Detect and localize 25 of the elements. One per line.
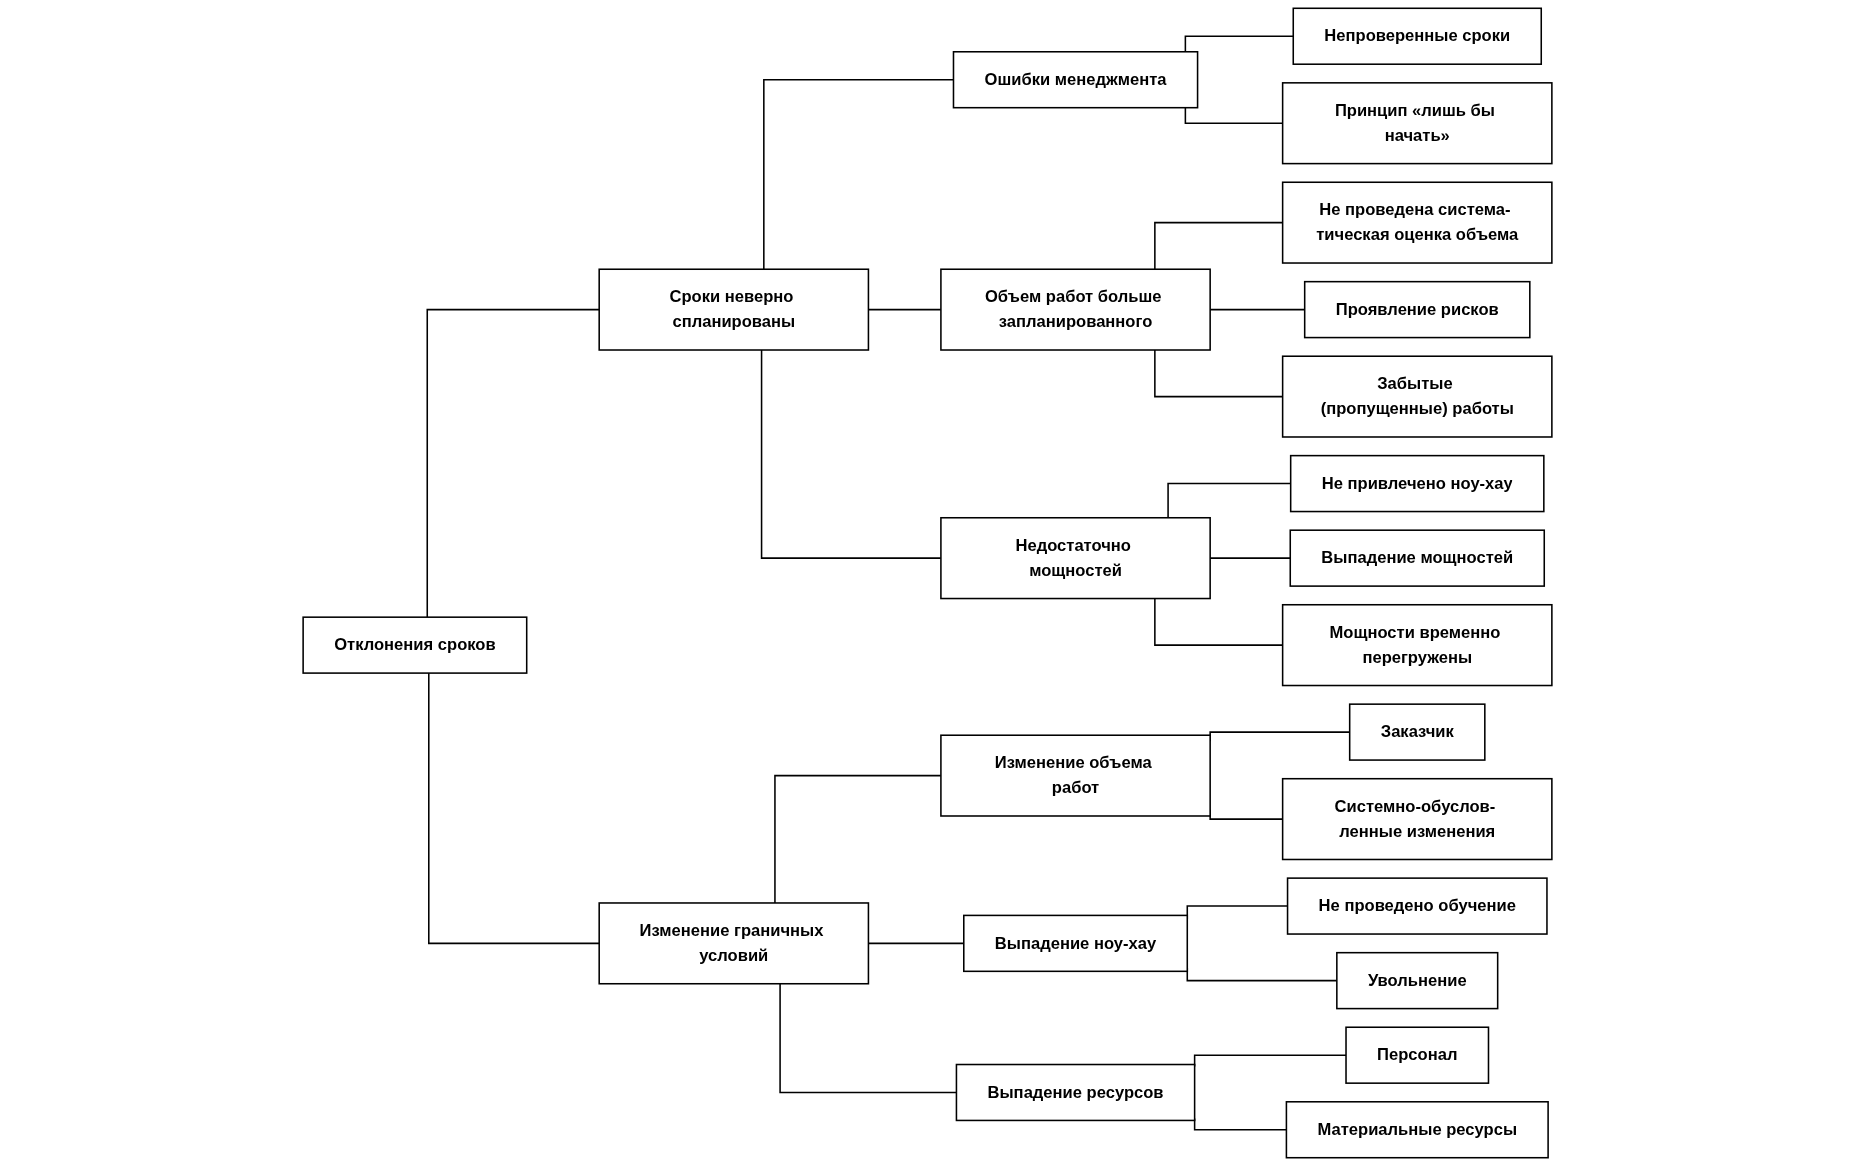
node-box: Ошибки менеджмента: [952, 51, 1199, 109]
node-box: Отклонения сроков: [302, 616, 528, 674]
node-box: Сроки неверно спланированы: [598, 268, 870, 351]
node-box: Изменение граничных условий: [598, 902, 870, 985]
node-box: Не привлечено ноу-хау: [1289, 454, 1545, 513]
node-box: Не проведена система- тическая оценка объема: [1281, 181, 1553, 264]
node-box: Выпадение ресурсов: [955, 1063, 1196, 1122]
node-box: Увольнение: [1336, 951, 1499, 1010]
node-box: Объем работ больше запланированного: [940, 268, 1211, 351]
connector: [426, 308, 600, 618]
node-box: Заказчик: [1348, 703, 1486, 761]
node-box: Принцип «лишь бы начать»: [1281, 82, 1553, 165]
node-box: Выпадение мощностей: [1289, 529, 1546, 587]
node-box: Выпадение ноу-хау: [963, 914, 1189, 973]
node-box: Изменение объема работ: [940, 734, 1211, 817]
connector: [428, 672, 600, 945]
node-box: Недостаточно мощностей: [940, 517, 1211, 600]
node-box: Не проведено обучение: [1286, 877, 1548, 935]
node-box: Проявление рисков: [1303, 280, 1531, 339]
node-box: Системно-обуслов- ленные изменения: [1281, 777, 1553, 861]
node-box: Мощности временно перегружены: [1281, 603, 1553, 687]
node-box: Материальные ресурсы: [1285, 1101, 1549, 1159]
node-box: Забытые (пропущенные) работы: [1281, 355, 1553, 438]
node-box: Непроверенные сроки: [1292, 7, 1543, 65]
node-box: Персонал: [1345, 1026, 1490, 1084]
